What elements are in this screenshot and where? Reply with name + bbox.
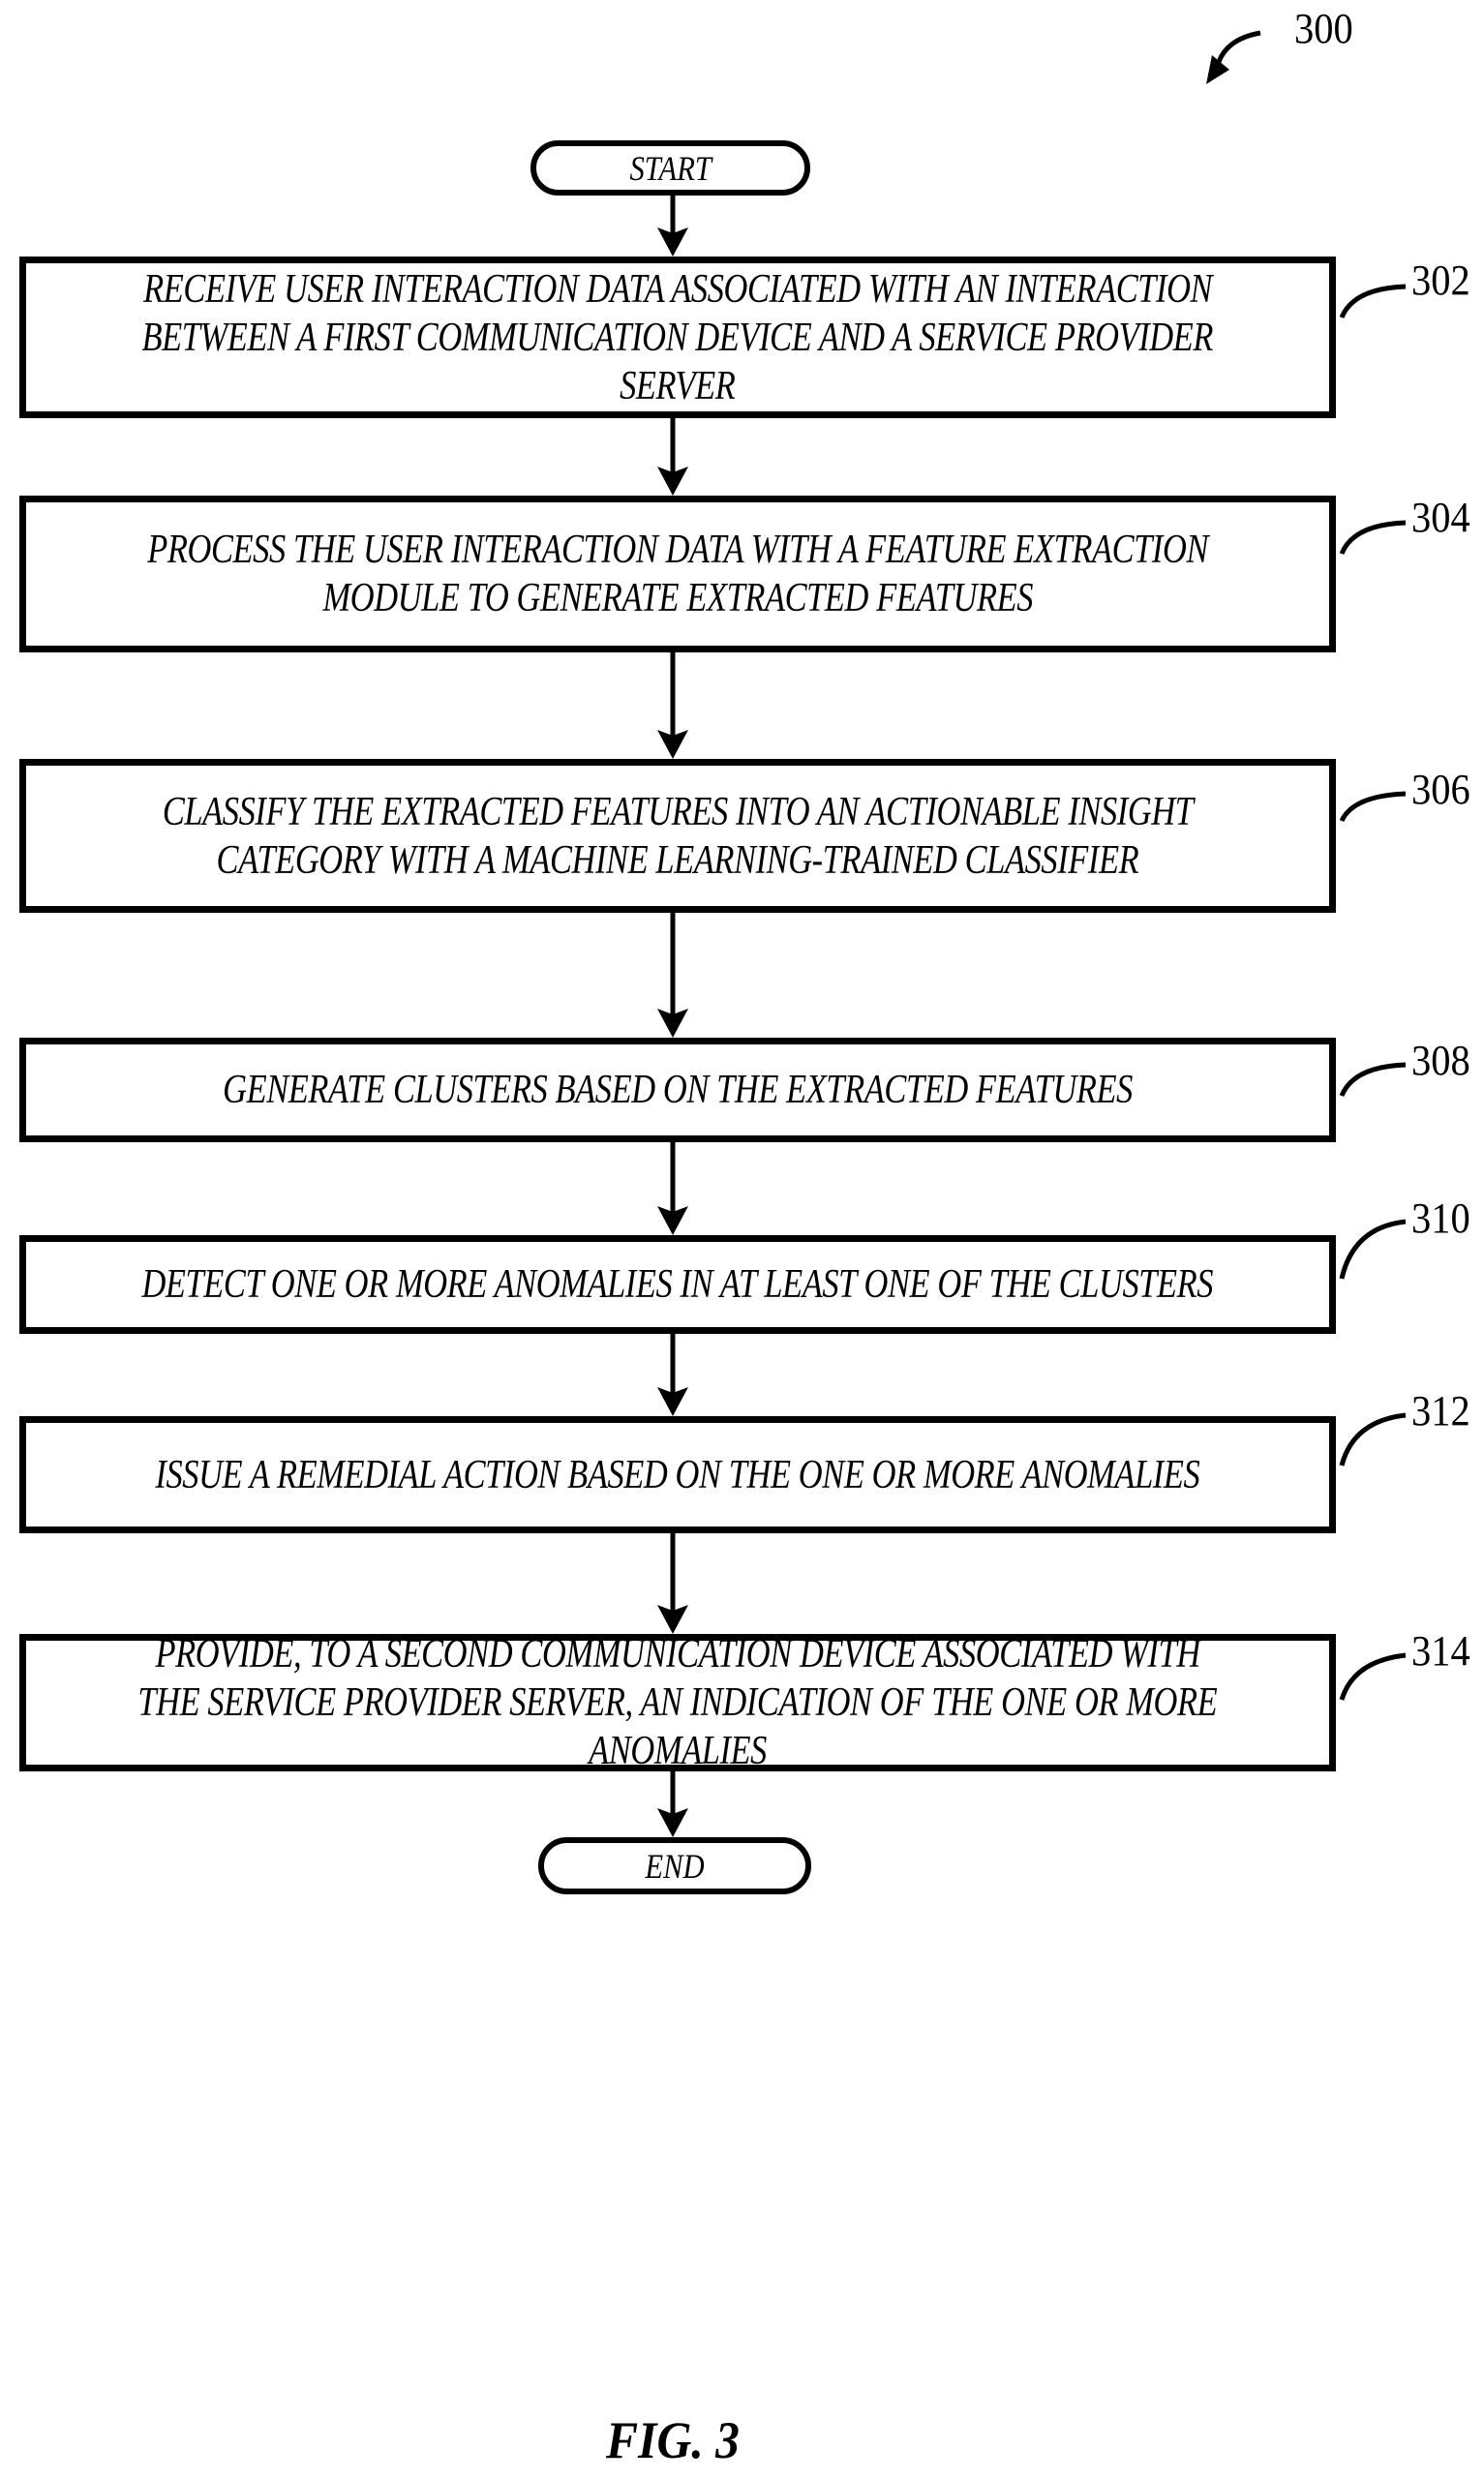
arrow-306-to-308 [657,913,688,1038]
step-box-312: ISSUE A REMEDIAL ACTION BASED ON THE ONE… [19,1416,1336,1533]
step-306-line-1: CLASSIFY THE EXTRACTED FEATURES INTO AN … [162,789,1194,834]
step-box-308: GENERATE CLUSTERS BASED ON THE EXTRACTED… [19,1038,1336,1142]
arrow-302-to-304 [657,418,688,496]
step-302-line-1: RECEIVE USER INTERACTION DATA ASSOCIATED… [143,266,1212,312]
arrow-start-to-302 [657,196,688,257]
arrow-310-to-312 [657,1334,688,1416]
step-304-line-1: PROCESS THE USER INTERACTION DATA WITH A… [147,528,1208,572]
ref-number-308: 308 [1411,1037,1470,1084]
step-310-line-1: DETECT ONE OR MORE ANOMALIES IN AT LEAST… [141,1262,1214,1307]
ref-number-304: 304 [1411,494,1470,541]
leadline-314 [1339,1652,1407,1701]
ref-number-310: 310 [1411,1194,1470,1242]
figure-reference-arrow [1206,30,1261,84]
step-box-306: CLASSIFY THE EXTRACTED FEATURES INTO AN … [19,759,1336,913]
leadline-312 [1339,1412,1407,1466]
leadline-310 [1339,1219,1407,1280]
step-box-310: DETECT ONE OR MORE ANOMALIES IN AT LEAST… [19,1235,1336,1334]
step-314-line-2: THE SERVICE PROVIDER SERVER, AN INDICATI… [137,1680,1218,1725]
ref-number-314: 314 [1411,1627,1470,1675]
end-terminal: END [538,1837,811,1894]
end-terminal-label: END [645,1846,705,1886]
step-box-314: PROVIDE, TO A SECOND COMMUNICATION DEVIC… [19,1632,1336,1773]
start-terminal: START [530,140,810,196]
step-314-line-1: PROVIDE, TO A SECOND COMMUNICATION DEVIC… [155,1632,1200,1677]
ref-number-302: 302 [1411,257,1470,304]
figure-reference-number: 300 [1294,5,1353,52]
leadline-304 [1339,520,1407,556]
step-314-line-3: ANOMALIES [589,1729,767,1773]
start-terminal-label: START [629,148,712,188]
arrow-308-to-310 [657,1142,688,1235]
figure-caption: FIG. 3 [605,2411,741,2469]
leadline-306 [1339,791,1407,823]
step-304-line-2: MODULE TO GENERATE EXTRACTED FEATURES [322,576,1033,620]
ref-number-306: 306 [1411,766,1470,813]
leadline-308 [1339,1062,1407,1098]
step-box-302: RECEIVE USER INTERACTION DATA ASSOCIATED… [19,257,1336,418]
step-box-304: PROCESS THE USER INTERACTION DATA WITH A… [19,496,1336,652]
step-312-line-1: ISSUE A REMEDIAL ACTION BASED ON THE ONE… [155,1452,1200,1497]
step-302-line-3: SERVER [620,363,736,408]
step-306-line-2: CATEGORY WITH A MACHINE LEARNING-TRAINED… [216,837,1139,883]
arrow-304-to-306 [657,652,688,759]
ref-number-312: 312 [1411,1387,1470,1435]
step-308-line-1: GENERATE CLUSTERS BASED ON THE EXTRACTED… [223,1068,1133,1112]
arrow-314-to-end [657,1771,688,1837]
arrow-312-to-314 [657,1533,688,1634]
step-302-line-2: BETWEEN A FIRST COMMUNICATION DEVICE AND… [141,315,1214,360]
leadline-302 [1339,284,1407,319]
